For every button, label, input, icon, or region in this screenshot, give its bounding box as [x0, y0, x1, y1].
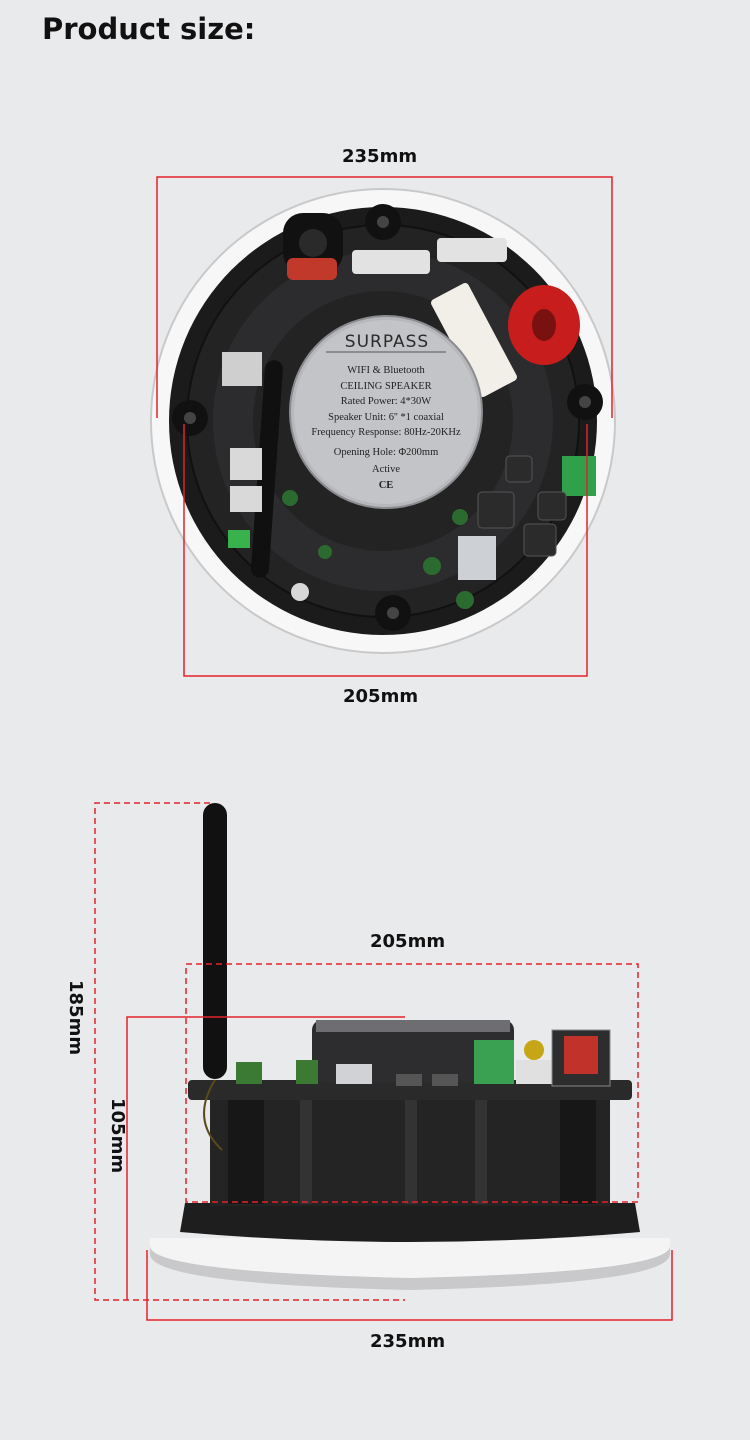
label-line: Active: [372, 464, 400, 475]
front-outer-width-label: 235mm: [342, 146, 418, 167]
front-inner-width-label: 205mm: [343, 686, 419, 707]
label-line: Rated Power: 4*30W: [340, 396, 432, 407]
body-height-label: 105mm: [107, 1098, 128, 1174]
label-line: Speaker Unit: 6'' *1 coaxial: [328, 411, 444, 423]
label-line: Frequency Response: 80Hz-20KHz: [311, 427, 461, 438]
label-line: Opening Hole: Φ200mm: [333, 446, 439, 458]
bottom-width-dimension-line: [146, 1250, 673, 1321]
speaker-label-text: WIFI & Bluetooth CEILING SPEAKER Rated P…: [296, 363, 476, 493]
body-height-dimension-line: [126, 1016, 405, 1300]
inner-width-dimension-line: [183, 424, 588, 677]
page-title: Product size:: [42, 12, 256, 46]
top-width-dimension-box: [185, 963, 639, 1203]
total-height-label: 185mm: [65, 980, 86, 1056]
side-top-width-label: 205mm: [370, 931, 446, 952]
outer-width-dimension-line: [156, 176, 613, 418]
speaker-label-brand: SURPASS: [344, 332, 430, 352]
label-line: CEILING SPEAKER: [340, 380, 432, 392]
trim-ring: [150, 1240, 670, 1290]
total-height-dimension-line: [94, 802, 405, 1301]
front-view-illustration: [150, 176, 616, 677]
label-marks: CE: [378, 479, 394, 491]
side-bottom-width-label: 235mm: [370, 1331, 446, 1352]
label-line: WIFI & Bluetooth: [347, 365, 425, 376]
